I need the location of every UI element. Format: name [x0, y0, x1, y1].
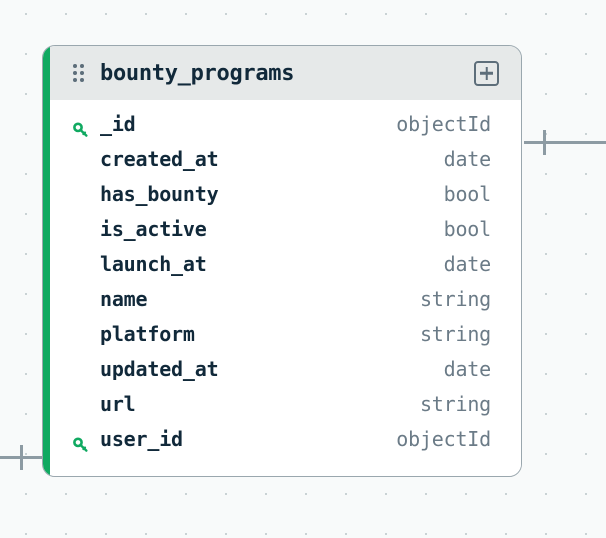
field-row[interactable]: user_id objectId	[73, 427, 491, 462]
field-name: name	[100, 287, 148, 311]
plus-square-icon[interactable]	[474, 60, 499, 86]
field-type: string	[419, 392, 491, 416]
field-name: has_bounty	[100, 182, 219, 206]
field-row[interactable]: url string	[73, 392, 491, 427]
cardinality-marker-right-icon	[543, 130, 546, 155]
field-name: is_active	[100, 217, 207, 241]
field-name: created_at	[100, 147, 219, 171]
field-name: platform	[100, 322, 195, 346]
field-type: date	[443, 252, 492, 276]
field-name: user_id	[100, 427, 183, 451]
key-icon-placeholder	[73, 192, 100, 208]
field-row[interactable]: name string	[73, 287, 491, 322]
field-row[interactable]: updated_at date	[73, 357, 491, 392]
field-type: date	[443, 357, 492, 381]
key-icon-placeholder	[73, 367, 100, 383]
field-name: url	[100, 392, 136, 416]
entity-accent-bar	[43, 46, 50, 476]
field-type: bool	[443, 217, 492, 241]
relationship-connector-left[interactable]	[0, 456, 50, 459]
key-icon	[73, 122, 100, 138]
field-type: date	[443, 147, 492, 171]
field-name: _id	[100, 112, 136, 136]
drag-dots-icon[interactable]	[73, 64, 84, 82]
key-icon-placeholder	[73, 332, 100, 348]
key-icon-placeholder	[73, 262, 100, 278]
field-name: launch_at	[100, 252, 207, 276]
key-icon	[73, 437, 100, 453]
cardinality-marker-left-icon	[20, 445, 23, 470]
key-icon-placeholder	[73, 157, 100, 173]
key-icon-placeholder	[73, 297, 100, 313]
key-icon-placeholder	[73, 227, 100, 243]
entity-header[interactable]: bounty_programs	[43, 46, 521, 100]
field-type: string	[419, 287, 491, 311]
field-row[interactable]: platform string	[73, 322, 491, 357]
field-row[interactable]: _id objectId	[73, 112, 491, 147]
field-type: objectId	[396, 112, 491, 136]
field-name: updated_at	[100, 357, 219, 381]
field-type: string	[419, 322, 491, 346]
field-type: objectId	[396, 427, 491, 451]
field-row[interactable]: created_at date	[73, 147, 491, 182]
field-row[interactable]: has_bounty bool	[73, 182, 491, 217]
key-icon-placeholder	[73, 402, 100, 418]
field-row[interactable]: launch_at date	[73, 252, 491, 287]
field-row[interactable]: is_active bool	[73, 217, 491, 252]
field-type: bool	[443, 182, 492, 206]
entity-title: bounty_programs	[100, 60, 295, 86]
relationship-connector-right[interactable]	[524, 141, 606, 144]
